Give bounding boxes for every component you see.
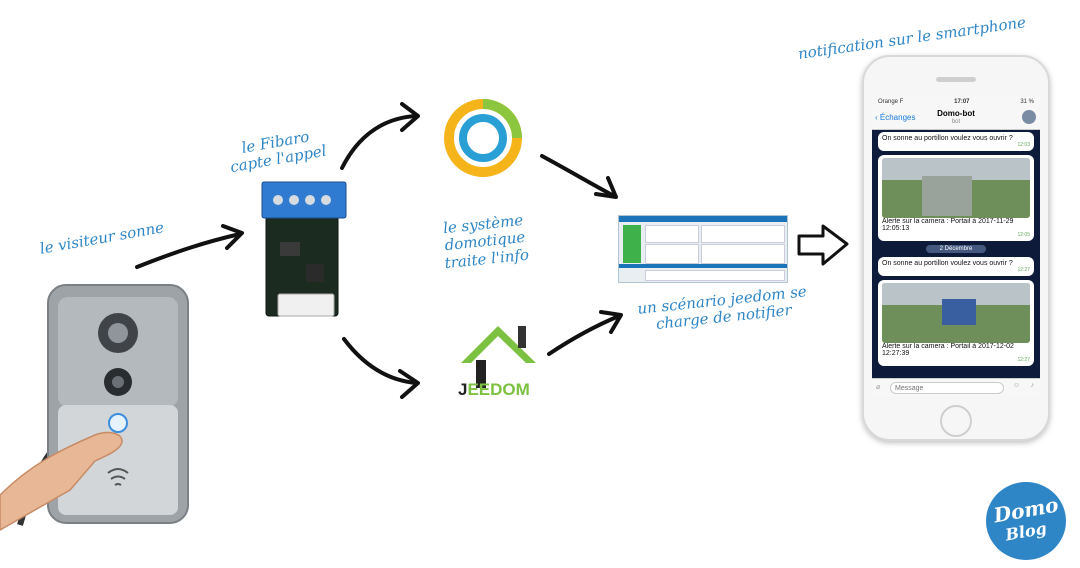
camera-photo-2[interactable] [882,283,1030,343]
doorbell-illustration [0,284,189,531]
message-2-caption: Alerte sur la camera : Portail à 2017-11… [882,218,1014,232]
status-bar: Orange F 17:07 31 % [872,97,1040,107]
scenario-screenshot [618,215,788,283]
arrow-fibaro-to-system [340,102,420,170]
jeedom-logo-text: EEDOM [467,380,530,399]
chat-subtitle: bot [951,119,961,125]
domoblog-logo: Domo Blog [986,482,1066,560]
bot-avatar[interactable] [1022,110,1036,124]
fibaro-module-illustration [261,181,347,317]
fibaro-logo [444,99,522,177]
jeedom-logo-initial: J [458,380,468,399]
label-system: le système domotique traite l'info [442,210,530,272]
camera-photo-1[interactable] [882,158,1030,218]
phone-screen: Orange F 17:07 31 % ‹ Échanges Domo-bot … [872,97,1040,397]
date-divider: 2 Décembre [926,245,986,253]
smartphone: Orange F 17:07 31 % ‹ Échanges Domo-bot … [862,55,1050,441]
message-4[interactable]: Alerte sur la camera : Portail à 2017-12… [878,280,1034,366]
attach-icon[interactable]: ⌀ [876,384,881,391]
clock-text: 17:07 [954,99,970,105]
label-scenario: un scénario jeedom se charge de notifier [636,282,808,334]
message-1-text: On sonne au portillon voulez vous ouvrir… [882,135,1013,142]
arrow-scenario-to-phone [797,224,849,266]
phone-speaker [936,77,976,82]
message-4-caption: Alerte sur la camera : Portail à 2017-12… [882,343,1014,357]
battery-text: 31 % [1020,99,1034,105]
message-2-time: 12:05 [1017,232,1030,238]
message-input[interactable] [890,382,1004,394]
label-fibaro: le Fibaro capte l'appel [228,127,328,177]
message-3-time: 12:27 [1017,267,1030,273]
message-1: On sonne au portillon voulez vous ouvrir… [878,132,1034,151]
carrier-text: Orange F [878,99,904,105]
arrow-fibaro-to-jeedom [342,337,420,399]
sticker-icon[interactable]: ☺ [1012,382,1020,389]
message-4-time: 12:27 [1017,357,1030,363]
arrow-jeedom-to-scenario [547,310,623,356]
message-3: On sonne au portillon voulez vous ouvrir… [878,257,1034,276]
jeedom-logo: JEEDOM [456,318,546,410]
microphone-icon[interactable]: ♪ [1030,382,1035,389]
message-input-bar: ⌀ ☺ ♪ [872,378,1040,397]
arrow-system-to-scenario [540,154,618,199]
message-1-time: 12:03 [1017,142,1030,148]
back-label: Échanges [879,113,916,122]
message-3-text: On sonne au portillon voulez vous ouvrir… [882,260,1013,267]
home-button[interactable] [940,405,972,437]
message-2[interactable]: Alerte sur la camera : Portail à 2017-11… [878,155,1034,241]
back-button[interactable]: ‹ Échanges [875,113,916,122]
chat-nav-bar: ‹ Échanges Domo-bot bot [872,107,1040,130]
arrow-visitor-to-fibaro [135,224,244,269]
chat-title: Domo-bot [937,109,975,118]
